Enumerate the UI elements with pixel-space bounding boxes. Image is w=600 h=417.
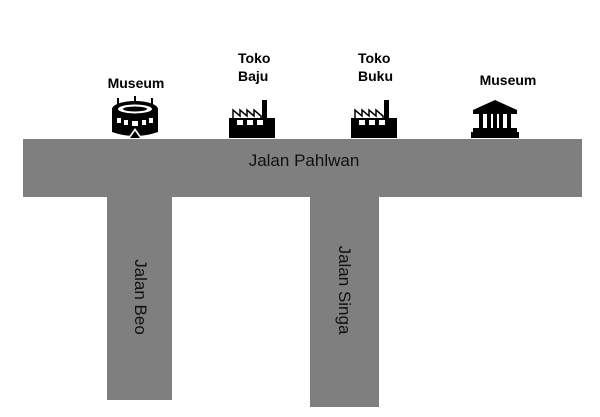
road-label-jalan-beo: Jalan Beo xyxy=(131,259,150,335)
road-label-jalan-singa: Jalan Singa xyxy=(335,245,354,335)
place-label-line: Baju xyxy=(238,68,269,84)
place-label-toko-baju: Toko Baju xyxy=(228,49,294,85)
place-label-line: Museum xyxy=(479,72,537,88)
place-label-toko-buku: Toko Buku xyxy=(348,49,414,85)
place-label-museum-left: Museum xyxy=(100,74,172,92)
place-label-line: Toko xyxy=(358,50,391,66)
museum-building-icon xyxy=(471,100,519,138)
stadium-icon xyxy=(112,96,158,138)
road-jalan-singa xyxy=(310,197,379,407)
factory-shop-icon xyxy=(229,100,275,138)
road-label-jalan-pahlwan: Jalan Pahlwan xyxy=(248,151,360,170)
place-label-line: Toko xyxy=(238,50,271,66)
place-label-museum-right: Museum xyxy=(470,71,546,89)
place-label-line: Museum xyxy=(107,75,165,91)
factory-shop-icon xyxy=(351,100,397,138)
road-jalan-pahlwan xyxy=(23,139,582,197)
place-label-line: Buku xyxy=(358,68,393,84)
road-jalan-beo xyxy=(107,197,172,400)
